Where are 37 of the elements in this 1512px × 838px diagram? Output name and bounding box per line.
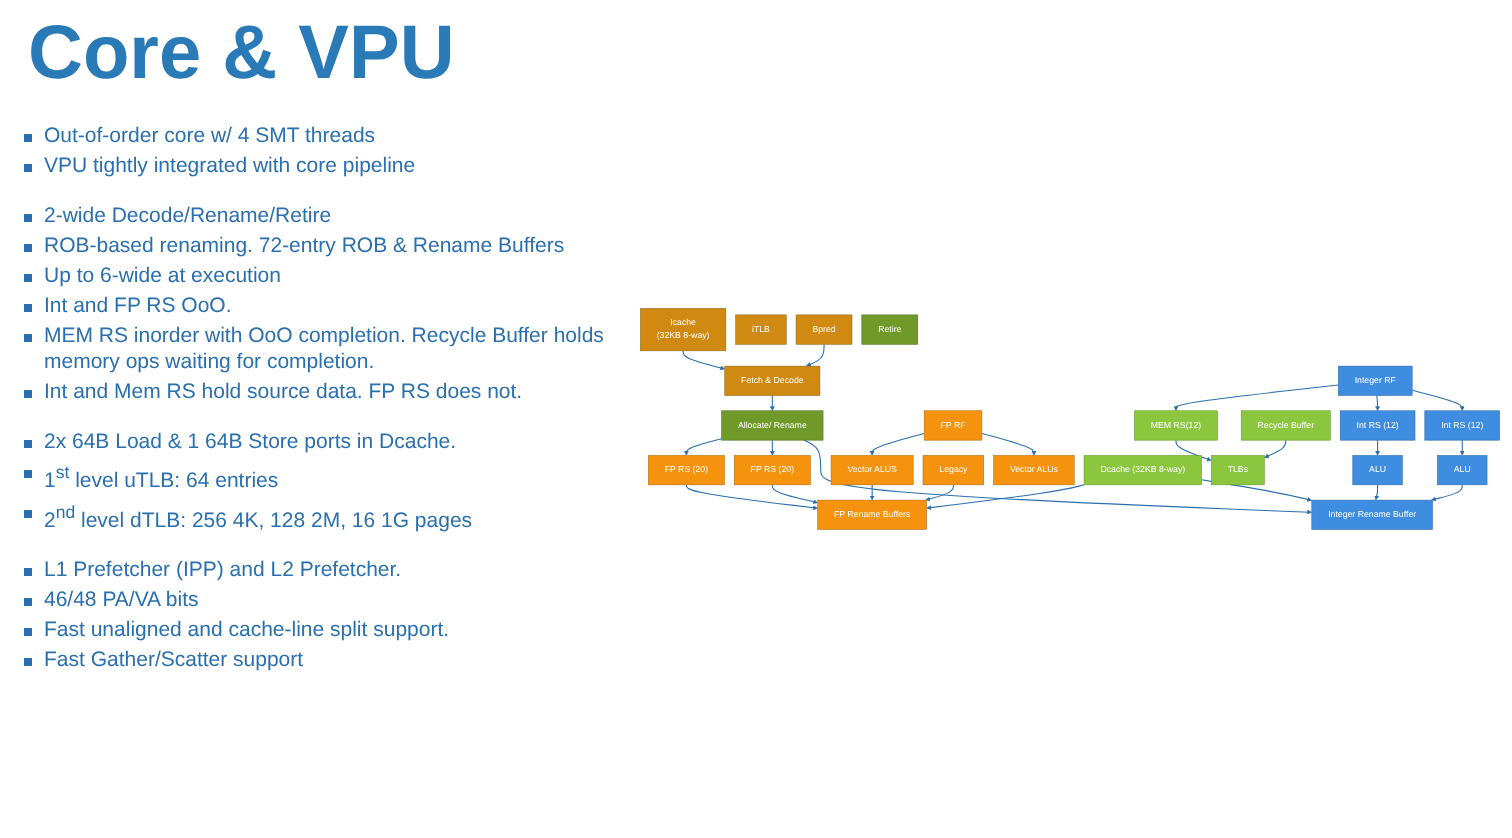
bullet-text: 1$^{st}$ level uTLB: 64 entries [20,460,620,495]
arrow [684,438,723,456]
arrow [1173,384,1339,412]
bullet-text: Int and FP RS OoO. [20,294,620,320]
bullet-text: L1 Prefetcher (IPP) and L2 Prefetcher. [20,558,620,584]
arrow [925,484,954,502]
arrow [771,484,818,505]
arrow [682,350,725,371]
bullet-text: Up to 6-wide at execution [20,264,620,290]
arrow [1264,439,1287,459]
arrow [1175,439,1212,462]
arrow [685,484,818,511]
bullet-text: VPU tightly integrated with core pipeline [20,154,620,180]
slide-title: Core & VPU [28,12,455,98]
arrow [981,432,1037,456]
arrow [926,484,1085,510]
bullet-text: 2-wide Decode/Rename/Retire [20,204,620,230]
arrow [1431,484,1463,502]
arrow [1411,389,1465,412]
arrow [869,484,875,501]
bullet-text: Fast unaligned and cache-line split support. [20,618,620,644]
bullet-text: 2$^{nd}$ level dTLB: 256 4K, 128 2M, 16 1G pages [20,499,620,534]
arrow [1375,395,1380,412]
bullet-text: 46/48 PA/VA bits [20,588,620,614]
arrow [869,432,925,456]
arrow [806,343,825,367]
arrow [1375,439,1380,456]
bullet-text: ROB-based renaming. 72-entry ROB & Rename Buffers [20,234,620,260]
arrow [1374,484,1380,501]
bullet-text: MEM RS inorder with OoO completion. Recycle Buffer holds memory ops waiting for completion. [20,324,620,376]
arrow [769,395,775,412]
bullet-text: Out-of-order core w/ 4 SMT threads [20,124,620,150]
arrow [1459,439,1465,456]
bullet-text: 2x 64B Load & 1 64B Store ports in Dcache. [20,430,620,456]
arrow [769,439,775,456]
bullet-text: Fast Gather/Scatter support [20,648,620,674]
bullet-text: Int and Mem RS hold source data. FP RS does not. [20,380,620,406]
